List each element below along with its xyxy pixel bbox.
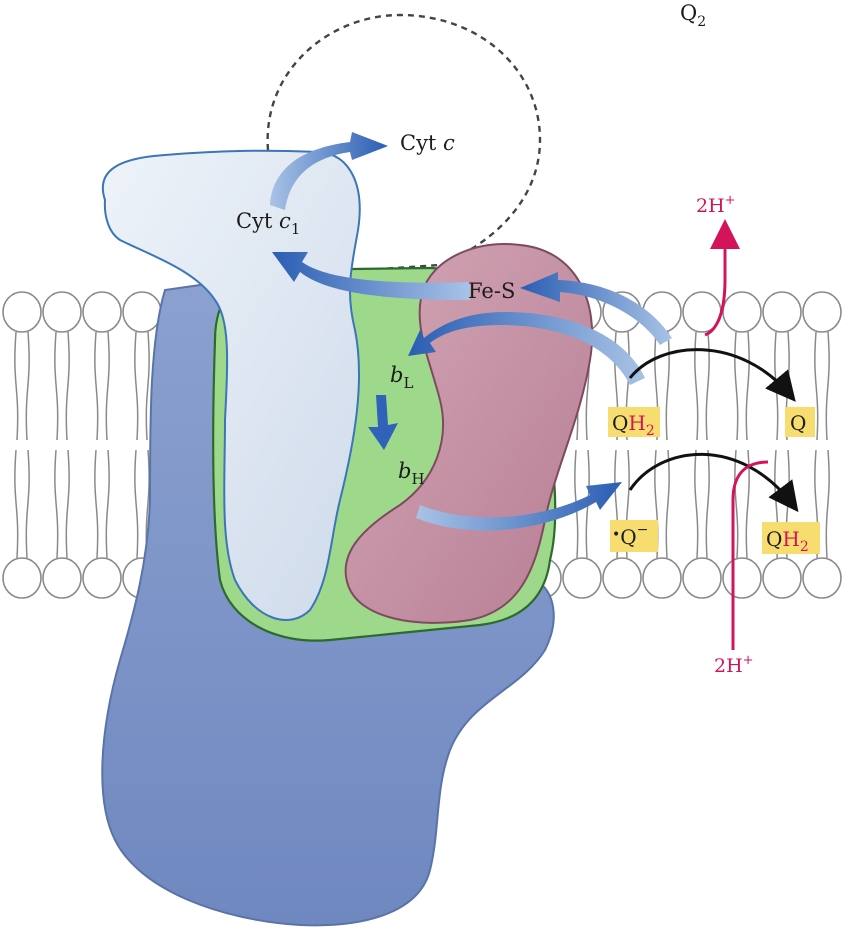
lipid-head	[83, 292, 121, 332]
lipid-head	[803, 558, 841, 598]
lipid-head	[43, 292, 81, 332]
lipid-tail	[55, 332, 69, 440]
lipid-tail	[95, 332, 109, 440]
cyt-c-label: Cyt c	[400, 131, 455, 155]
lipid-tail	[735, 332, 749, 440]
cyt-c1-subunit	[103, 151, 360, 620]
semiquinone-box: •Q−	[610, 520, 658, 552]
svg-text:Q: Q	[790, 411, 806, 435]
lipid-head	[803, 292, 841, 332]
lipid-head	[3, 558, 41, 598]
proton-label-bottom: 2H+	[714, 653, 754, 677]
lipid-tail	[95, 450, 109, 558]
lipid-tail	[695, 450, 709, 558]
lipid-head	[763, 558, 801, 598]
lipid-head	[643, 558, 681, 598]
lipid-head	[763, 292, 801, 332]
lipid-head	[123, 292, 161, 332]
lipid-head	[723, 292, 761, 332]
proton-label-top: 2H+	[696, 193, 736, 217]
lipid-head	[603, 558, 641, 598]
lipid-head	[723, 558, 761, 598]
lipid-tail	[15, 450, 29, 558]
proton-arrow-in	[733, 462, 768, 650]
qh2-lower-box: QH2	[762, 522, 820, 555]
lipid-head	[563, 558, 601, 598]
top-partial-label: Q2	[680, 1, 706, 30]
lipid-head	[3, 292, 41, 332]
lipid-head	[683, 558, 721, 598]
lipid-tail	[815, 332, 829, 440]
lipid-head	[83, 558, 121, 598]
qh2-upper-box: QH2	[608, 407, 660, 439]
q-upper-box: Q	[785, 407, 815, 437]
lipid-head	[43, 558, 81, 598]
lipid-tail	[135, 332, 149, 440]
fe-s-label: Fe-S	[468, 279, 515, 303]
arrow-qh2-to-q-top	[630, 350, 790, 395]
lipid-tail	[55, 450, 69, 558]
lipid-tail	[15, 332, 29, 440]
